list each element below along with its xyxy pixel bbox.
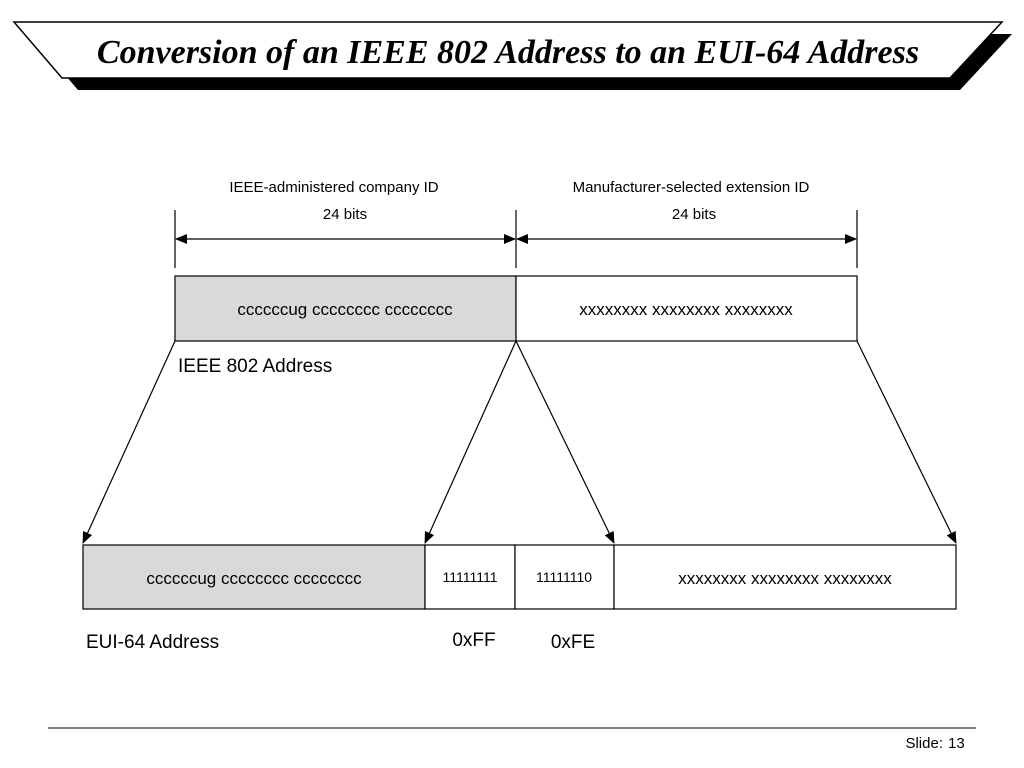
- slide-number-label: Slide:: [905, 735, 943, 752]
- ieee802-company-cell: [174, 275, 517, 342]
- eui64-fe-bits: 11111110: [536, 569, 592, 585]
- ieee802-company-bits: ccccccug cccccccc cccccccc: [237, 300, 453, 319]
- bit-width-dimension: [174, 210, 858, 268]
- company-id-bits-label: 24 bits: [323, 206, 367, 223]
- mapping-arrow-company-left: [82, 340, 176, 544]
- ieee802-address-box: ccccccug cccccccc cccccccc xxxxxxxx xxxx…: [174, 275, 858, 342]
- company-id-label: IEEE-administered company ID: [229, 179, 438, 196]
- mapping-arrow-extension-left: [515, 340, 615, 544]
- eui64-address-box: ccccccug cccccccc cccccccc 11111111 1111…: [82, 544, 957, 610]
- extension-id-label: Manufacturer-selected extension ID: [573, 179, 810, 196]
- title-banner: Conversion of an IEEE 802 Address to an …: [12, 21, 1012, 90]
- eui64-fe-cell: [514, 544, 615, 610]
- mapping-arrow-company-right: [424, 340, 517, 544]
- slide-title: Conversion of an IEEE 802 Address to an …: [97, 34, 919, 71]
- ieee802-extension-bits: xxxxxxxx xxxxxxxx xxxxxxxx: [579, 300, 793, 319]
- eui64-ff-bits: 11111111: [442, 569, 497, 585]
- eui64-extension-cell: [613, 544, 957, 610]
- fe-hex-label: 0xFE: [551, 632, 595, 653]
- eui64-address-caption: EUI-64 Address: [86, 632, 219, 653]
- slide-number-value: 13: [948, 735, 965, 752]
- ieee802-extension-cell: [515, 275, 858, 342]
- eui64-ff-cell: [424, 544, 516, 610]
- eui64-company-bits: ccccccug cccccccc cccccccc: [146, 569, 362, 588]
- ieee802-address-caption: IEEE 802 Address: [178, 356, 332, 377]
- extension-id-bits-label: 24 bits: [672, 206, 716, 223]
- mapping-arrows: [82, 340, 957, 544]
- mapping-arrow-extension-right: [856, 340, 957, 544]
- ff-hex-label: 0xFF: [452, 630, 495, 651]
- slide-number: Slide: 13: [905, 735, 964, 752]
- eui64-extension-bits: xxxxxxxx xxxxxxxx xxxxxxxx: [678, 569, 892, 588]
- title-banner-face: [12, 21, 1004, 79]
- eui64-company-cell: [82, 544, 426, 610]
